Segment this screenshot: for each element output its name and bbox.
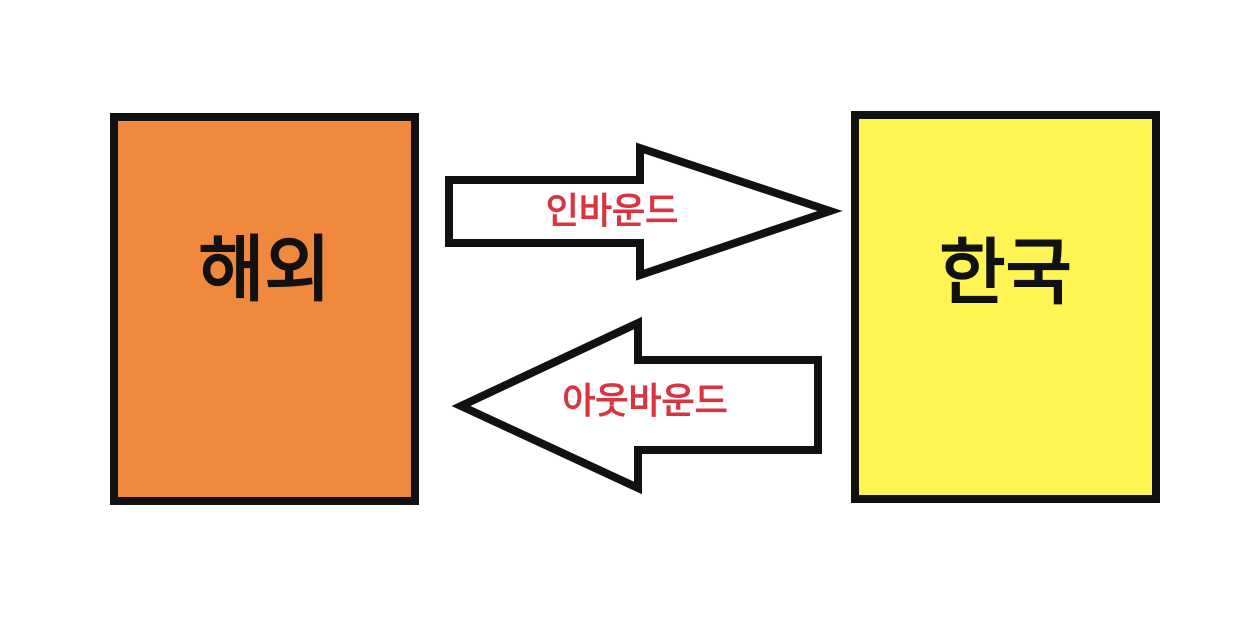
edge-outbound: 아웃바운드 [451,316,822,495]
edge-inbound: 인바운드 [445,142,843,281]
node-overseas: 해외 [110,113,419,505]
inbound-label: 인바운드 [546,191,678,232]
overseas-box [110,113,419,505]
korea-box [851,111,1160,503]
overseas-label: 해외 [198,228,330,312]
node-korea: 한국 [851,111,1160,503]
inbound-arrow [445,142,843,281]
korea-label: 한국 [939,231,1071,315]
outbound-label: 아웃바운드 [562,381,728,422]
outbound-arrow [451,316,822,495]
